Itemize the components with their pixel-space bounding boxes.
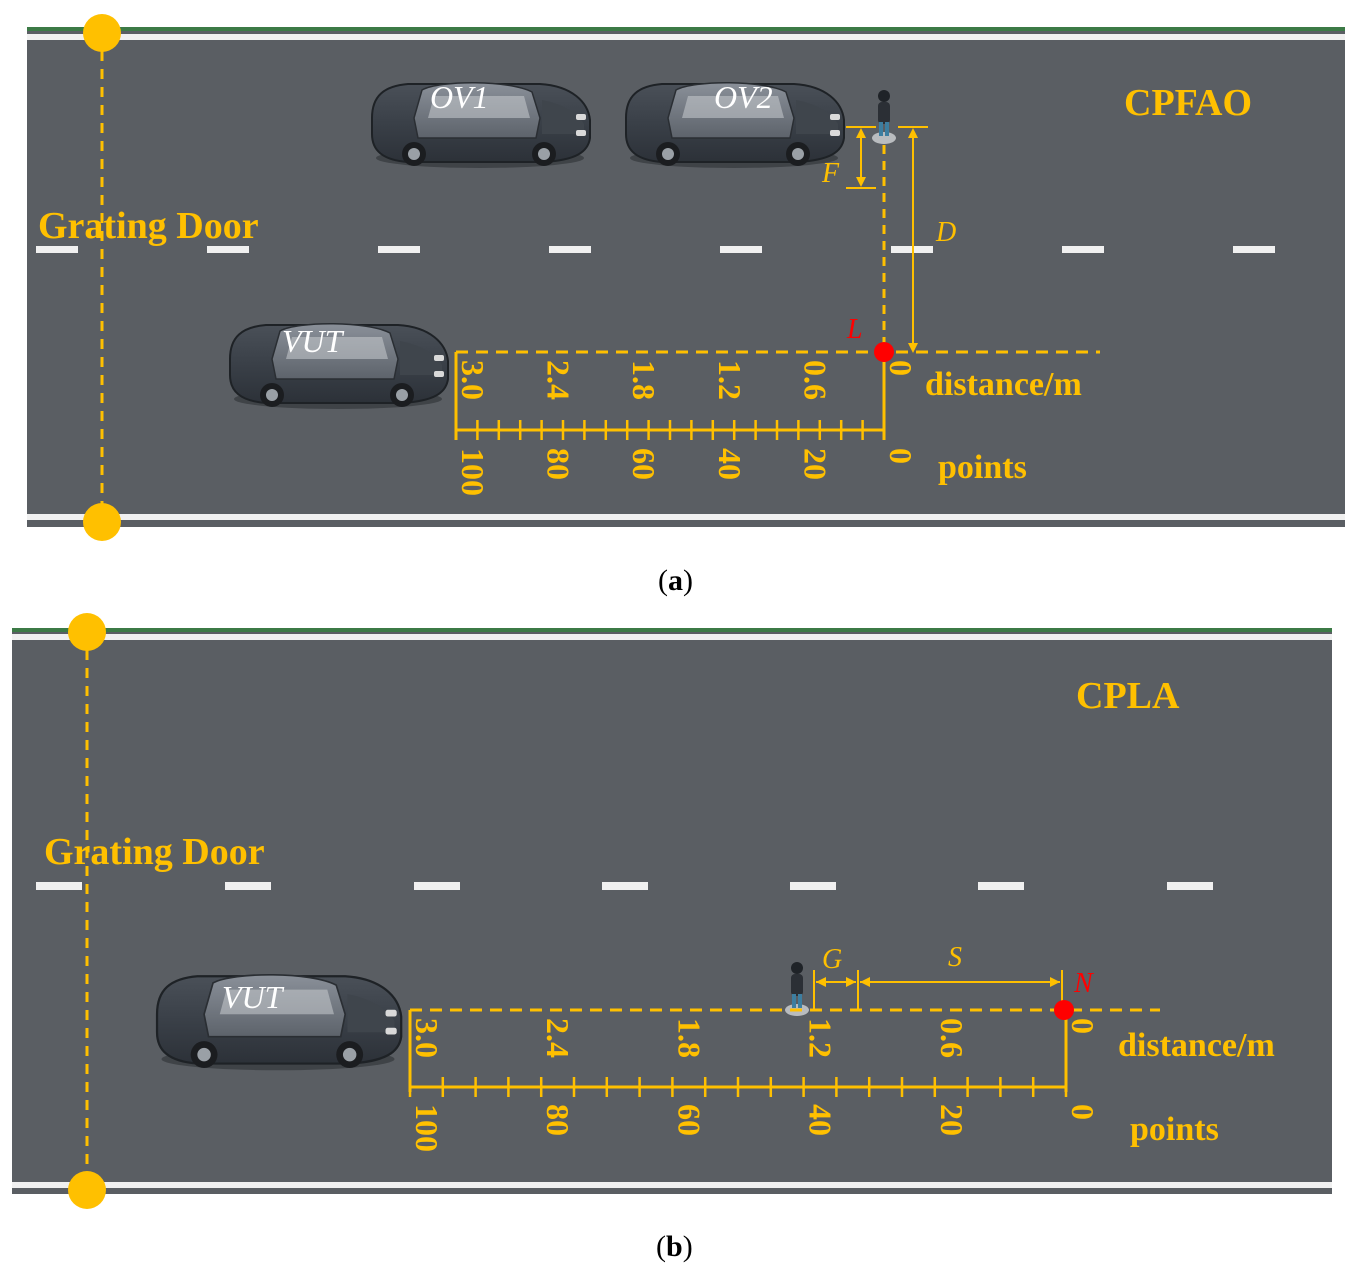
- scenario-title-b: CPLA: [1076, 675, 1180, 717]
- grating-door-post-bottom-a: [83, 503, 121, 541]
- b-distance-tick-label: 0: [1065, 1018, 1101, 1034]
- grating-door-post-top-b: [68, 613, 106, 651]
- a-distance-tick-label: 0: [883, 360, 919, 376]
- label-S: S: [948, 942, 962, 973]
- label-L: L: [846, 314, 863, 345]
- a-points-tick-label: 0: [883, 448, 919, 464]
- points-label-b: points: [1130, 1111, 1219, 1148]
- distance-label-b: distance/m: [1118, 1027, 1275, 1064]
- caption-a: (a): [658, 564, 693, 597]
- grating-door-label-a: Grating Door: [38, 205, 259, 247]
- b-distance-tick-label: 3.0: [409, 1018, 445, 1058]
- a-points-tick-label: 100: [455, 448, 491, 496]
- points-label-a: points: [938, 449, 1027, 486]
- b-distance-tick-label: 2.4: [540, 1018, 576, 1058]
- label-D: D: [935, 217, 956, 248]
- vut-label-b: VUT: [222, 979, 285, 1015]
- a-points-tick-label: 40: [712, 448, 748, 480]
- lane-dashes-b: [36, 882, 1213, 890]
- b-points-tick-label: 60: [671, 1104, 707, 1136]
- point-L: [874, 342, 894, 362]
- scenario-title-a: CPFAO: [1124, 82, 1252, 124]
- b-distance-tick-label: 1.8: [671, 1018, 707, 1058]
- label-G: G: [822, 944, 842, 975]
- edge-line-top-b: [12, 634, 1332, 640]
- b-points-tick-label: 20: [934, 1104, 970, 1136]
- panel-b: Grating Door CPLA VUT G S N 3.0 2.4 1.8 1.2…: [12, 613, 1332, 1263]
- edge-line-top-a: [27, 34, 1345, 40]
- distance-label-a: distance/m: [925, 366, 1082, 403]
- b-points-tick-label: 80: [540, 1104, 576, 1136]
- grating-door-label-b: Grating Door: [44, 831, 265, 873]
- a-distance-tick-label: 0.6: [797, 360, 833, 400]
- a-points-tick-label: 20: [797, 448, 833, 480]
- a-points-tick-label: 80: [541, 448, 577, 480]
- b-points-tick-label: 40: [803, 1104, 839, 1136]
- caption-b: (b): [656, 1230, 693, 1263]
- a-distance-tick-label: 2.4: [541, 360, 577, 400]
- road-b: [12, 628, 1332, 1194]
- b-points-tick-label: 100: [409, 1104, 445, 1152]
- a-points-tick-label: 60: [626, 448, 662, 480]
- b-distance-tick-label: 1.2: [803, 1018, 839, 1058]
- b-points-tick-label: 0: [1065, 1104, 1101, 1120]
- point-N: [1054, 1000, 1074, 1020]
- scale-b: 3.0 2.4 1.8 1.2 0.6 0 100 80 60 40 20 0: [408, 1018, 1101, 1152]
- grating-door-post-bottom-b: [68, 1171, 106, 1209]
- a-distance-tick-label: 1.2: [712, 360, 748, 400]
- b-distance-tick-label: 0.6: [934, 1018, 970, 1058]
- ov2-label: OV2: [714, 79, 773, 115]
- label-N: N: [1073, 968, 1094, 999]
- edge-line-bottom-b: [12, 1182, 1332, 1188]
- grating-door-post-top-a: [83, 14, 121, 52]
- label-F: F: [821, 158, 840, 189]
- a-distance-tick-label: 3.0: [455, 360, 491, 400]
- vut-label-a: VUT: [282, 323, 345, 359]
- panel-a: Grating Door CPFAO OV1 OV2 F D VUT L: [27, 14, 1345, 597]
- edge-line-bottom-a: [27, 514, 1345, 520]
- a-distance-tick-label: 1.8: [626, 360, 662, 400]
- scale-a: 3.0 2.4 1.8 1.2 0.6 0 100 80 60 40 20 0: [454, 360, 919, 496]
- ov1-label: OV1: [430, 79, 489, 115]
